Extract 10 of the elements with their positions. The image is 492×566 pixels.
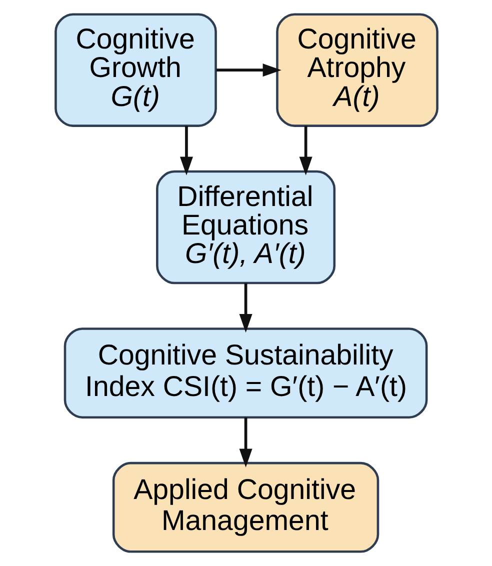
node-box: Cognitive Growth G(t)	[54, 13, 216, 127]
arrow	[238, 283, 252, 333]
node-box: Cognitive Sustainability Index CSI(t) = G′(t) − A′(t)	[63, 328, 428, 418]
arrow	[179, 126, 192, 176]
arrow	[216, 64, 281, 77]
arrow	[298, 126, 312, 176]
node-box: Applied Cognitive Management	[112, 462, 379, 553]
node-box: Differential Equations G′(t), A′(t)	[156, 170, 336, 284]
node-box: Cognitive Atrophy A(t)	[276, 13, 438, 127]
arrow	[238, 417, 252, 468]
